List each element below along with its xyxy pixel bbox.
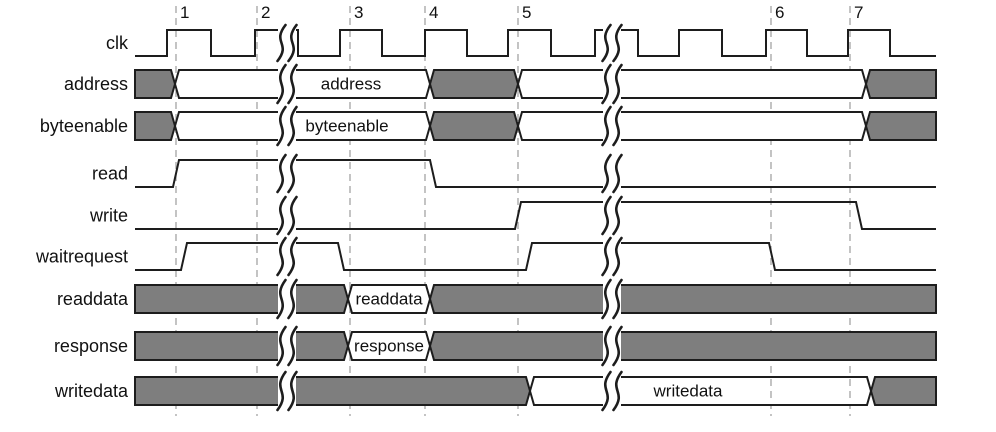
bus-value-label-address: address xyxy=(321,75,381,94)
signal-label-address: address xyxy=(64,74,128,94)
break-squiggle-icon xyxy=(612,195,623,236)
signal-labels-layer: clk address byteenable read write waitrequest… xyxy=(35,33,129,401)
response-bus-segment-invalid xyxy=(428,331,937,361)
address-bus-segment-invalid xyxy=(134,69,177,99)
break-squiggle-icon xyxy=(287,153,298,194)
clock-cycle-number-3: 3 xyxy=(354,3,363,22)
break-squiggle-icon xyxy=(287,105,298,147)
byteenable-bus-segment-invalid xyxy=(134,111,177,141)
signal-row-byteenable: byteenable xyxy=(134,111,937,141)
waitrequest-waveform xyxy=(135,242,936,271)
signal-label-waitrequest: waitrequest xyxy=(35,247,128,267)
break-squiggle-icon xyxy=(601,153,612,194)
break-squiggle-icon xyxy=(601,105,612,147)
break-squiggle-icon xyxy=(287,63,298,105)
break-squiggle-icon xyxy=(612,325,623,367)
readdata-bus-segment-invalid xyxy=(428,284,937,314)
break-squiggle-icon xyxy=(612,105,623,147)
break-squiggle-icon xyxy=(601,278,612,320)
break-squiggle-icon xyxy=(276,325,287,367)
signal-row-response: response xyxy=(134,331,937,361)
signal-row-address: address xyxy=(134,69,937,99)
signal-row-writedata: writedata xyxy=(134,376,937,406)
break-squiggle-icon xyxy=(612,278,623,320)
clock-cycle-number-6: 6 xyxy=(775,3,784,22)
break-squiggle-icon xyxy=(276,195,287,236)
signal-label-writedata: writedata xyxy=(54,381,129,401)
clock-cycle-number-4: 4 xyxy=(429,3,438,22)
break-squiggle-icon xyxy=(601,370,612,412)
break-squiggle-icon xyxy=(601,23,612,63)
break-squiggle-icon xyxy=(287,370,298,412)
clock-cycle-number-2: 2 xyxy=(261,3,270,22)
clock-cycle-number-7: 7 xyxy=(854,3,863,22)
break-squiggle-icon xyxy=(601,195,612,236)
clk-waveform xyxy=(135,29,936,57)
signal-label-response: response xyxy=(54,336,128,356)
break-squiggle-icon xyxy=(612,63,623,105)
break-squiggle-icon xyxy=(612,236,623,277)
signal-label-read: read xyxy=(92,164,128,184)
address-bus-segment-invalid xyxy=(864,69,937,99)
signal-label-byteenable: byteenable xyxy=(40,116,128,136)
break-squiggle-icon xyxy=(601,236,612,277)
break-squiggle-icon xyxy=(276,63,287,105)
response-bus-segment-invalid xyxy=(134,331,350,361)
break-squiggle-icon xyxy=(612,23,623,63)
address-bus-segment-valid xyxy=(173,69,432,99)
writedata-bus-segment-invalid xyxy=(869,376,937,406)
signal-waveforms-layer: address byteenable readdata response writeda… xyxy=(134,29,937,406)
readdata-bus-segment-invalid xyxy=(134,284,350,314)
bus-value-label-byteenable: byteenable xyxy=(305,117,388,136)
grid-overlay-layer xyxy=(770,379,851,403)
break-squiggle-icon xyxy=(276,23,287,63)
break-squiggle-icon xyxy=(287,23,298,63)
break-squiggle-icon xyxy=(276,153,287,194)
signal-label-write: write xyxy=(89,206,128,226)
byteenable-bus-segment-invalid xyxy=(864,111,937,141)
break-squiggle-icon xyxy=(612,370,623,412)
break-squiggle-icon xyxy=(287,325,298,367)
break-squiggle-icon xyxy=(276,105,287,147)
bus-value-label-response: response xyxy=(354,337,424,356)
signal-row-waitrequest xyxy=(135,242,936,271)
break-squiggle-icon xyxy=(612,153,623,194)
address-bus-segment-invalid xyxy=(428,69,520,99)
signal-row-read xyxy=(135,159,936,188)
break-squiggle-icon xyxy=(287,195,298,236)
signal-row-write xyxy=(135,201,936,230)
writedata-bus-segment-invalid xyxy=(134,376,532,406)
time-break-layer xyxy=(276,23,623,412)
break-squiggle-icon xyxy=(276,236,287,277)
signal-label-readdata: readdata xyxy=(57,289,129,309)
break-squiggle-icon xyxy=(276,278,287,320)
bus-value-label-writedata: writedata xyxy=(653,382,724,401)
signal-row-readdata: readdata xyxy=(134,284,937,314)
break-squiggle-icon xyxy=(287,236,298,277)
signal-label-clk: clk xyxy=(106,33,129,53)
clock-cycle-number-5: 5 xyxy=(522,3,531,22)
read-waveform xyxy=(135,159,936,188)
signal-row-clk xyxy=(135,29,936,57)
break-squiggle-icon xyxy=(287,278,298,320)
write-waveform xyxy=(135,201,936,230)
break-squiggle-icon xyxy=(601,325,612,367)
clock-cycle-number-1: 1 xyxy=(180,3,189,22)
byteenable-bus-segment-invalid xyxy=(428,111,520,141)
bus-value-label-readdata: readdata xyxy=(355,290,423,309)
byteenable-bus-segment-valid xyxy=(516,111,868,141)
byteenable-bus-segment-valid xyxy=(173,111,432,141)
break-squiggle-icon xyxy=(601,63,612,105)
address-bus-segment-valid xyxy=(516,69,868,99)
break-squiggle-icon xyxy=(276,370,287,412)
